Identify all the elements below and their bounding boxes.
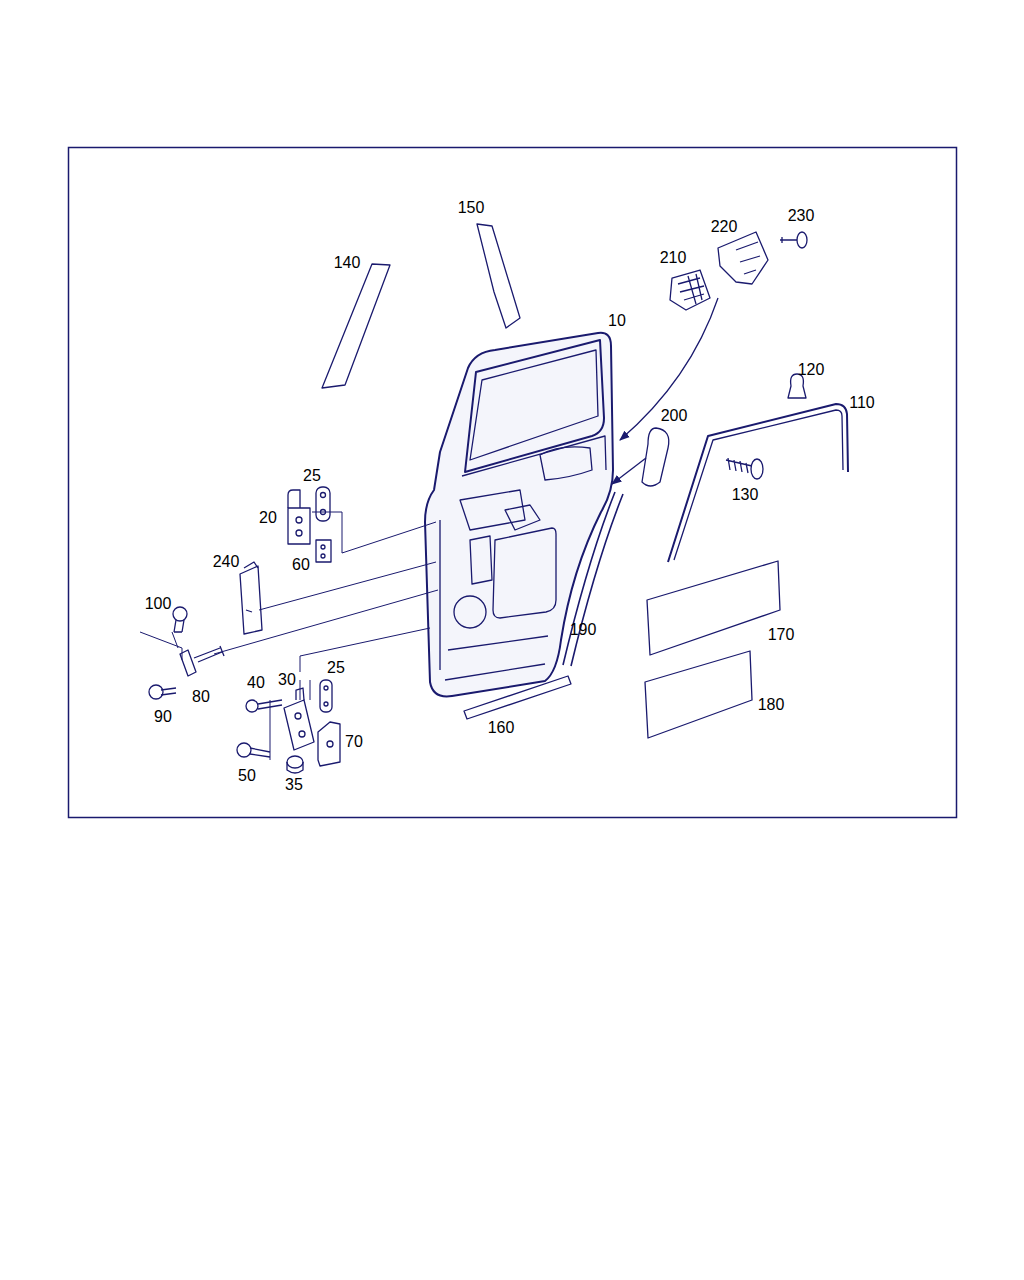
callout-number: 50: [236, 767, 258, 785]
callout-number: 190: [568, 621, 599, 639]
callout-number: 100: [143, 595, 174, 613]
callout-number: 20: [257, 509, 279, 527]
callout-number: 110: [847, 394, 877, 412]
callout-number: 70: [343, 733, 365, 751]
callout-number: 220: [709, 218, 740, 236]
callout-number: 150: [456, 199, 487, 217]
callout-number: 140: [332, 254, 363, 272]
callout-number: 230: [786, 207, 817, 225]
callout-number: 10: [606, 312, 628, 330]
callout-number: 60: [290, 556, 312, 574]
callout-number: 25: [325, 659, 347, 677]
callout-number: 120: [796, 361, 827, 379]
callout-number: 210: [658, 249, 689, 267]
callout-number: 30: [276, 671, 298, 689]
callout-number: 25: [301, 467, 323, 485]
callout-number: 40: [245, 674, 267, 692]
callout-number: 160: [486, 719, 517, 737]
callout-number: 90: [152, 708, 174, 726]
callout-number: 35: [283, 776, 305, 794]
callout-number: 130: [730, 486, 761, 504]
callout-number: 200: [659, 407, 690, 425]
callout-number: 240: [211, 553, 242, 571]
callout-number: 170: [766, 626, 797, 644]
callout-number: 180: [756, 696, 787, 714]
callout-number: 80: [190, 688, 212, 706]
